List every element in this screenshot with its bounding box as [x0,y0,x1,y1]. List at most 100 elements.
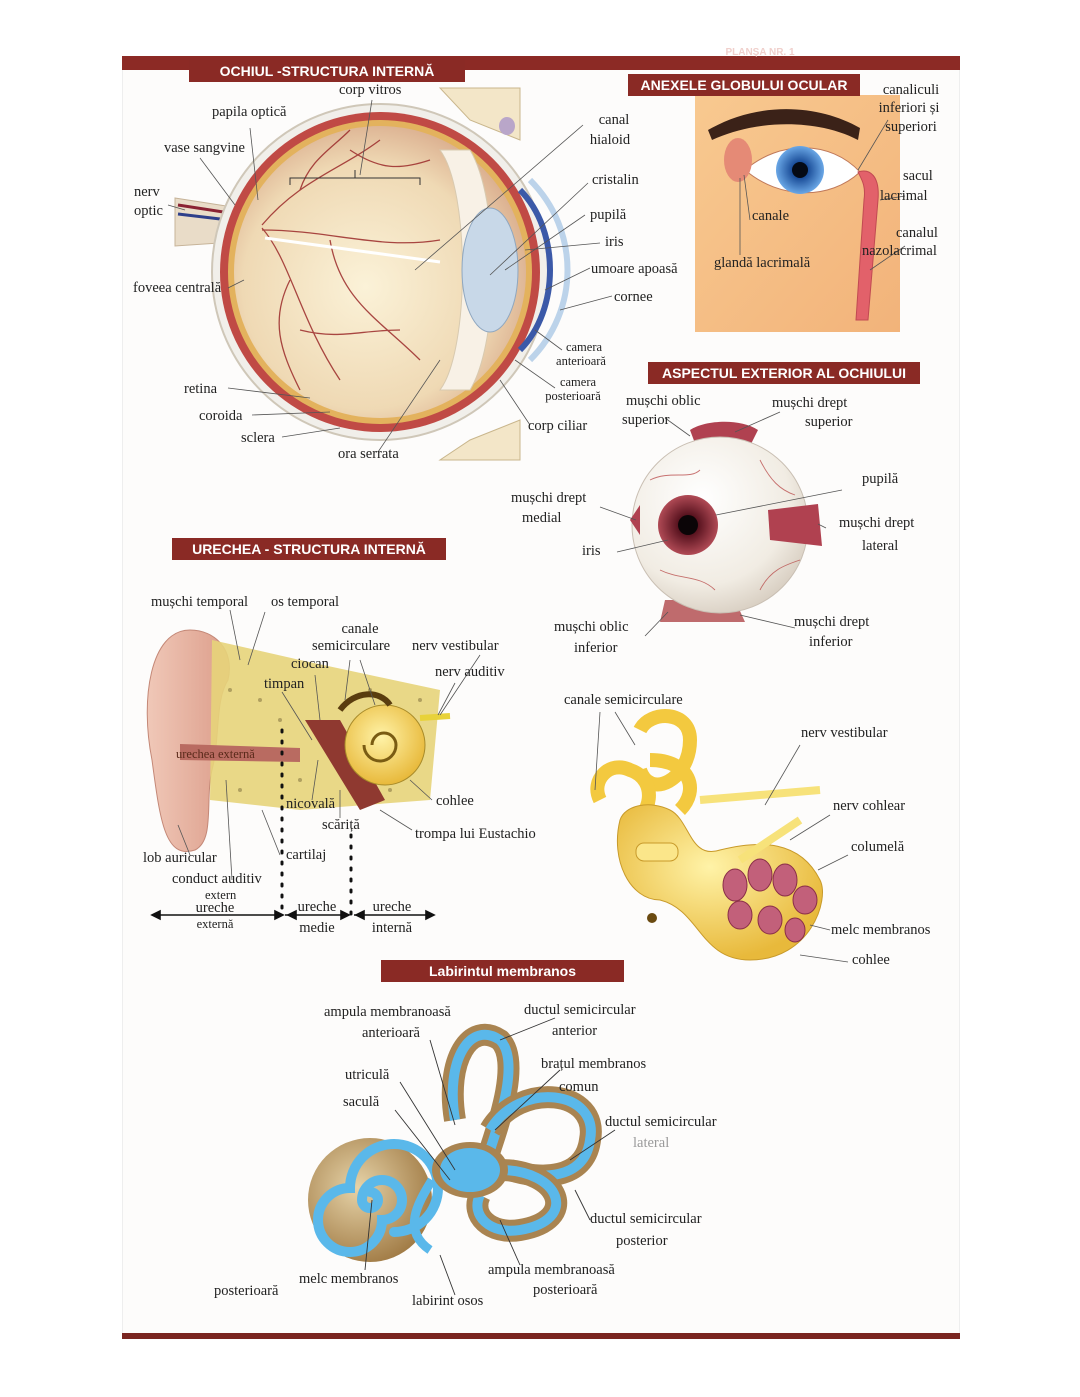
label-drept-sup-2: superior [805,414,853,430]
label-bratul-membranos-2: comun [559,1079,599,1095]
label-cohlee-inner: cohlee [852,952,890,968]
eye-internal-illustration [167,87,613,461]
label-ductul-anterior-1: ductul semicircular [524,1002,636,1018]
label-posterioara-left: posterioară [214,1283,279,1299]
label-nerv-2: optic [134,203,163,219]
label-drept-lat-2: lateral [862,538,899,554]
label-sclera: sclera [241,430,275,446]
label-canalul-2: nazolacrimal [862,243,937,259]
label-canale-1: canale [341,621,379,637]
bottom-border [122,1333,960,1339]
label-pupila-internal: pupilă [590,207,627,223]
label-ureche-externa-1: ureche [195,900,235,916]
label-nicovala: nicovală [286,796,336,812]
label-ora-serrata: ora serrata [338,446,399,462]
header-partial-title: PLANȘA NR. 1 [725,48,795,58]
label-ureche-medie-1: ureche [297,899,337,915]
label-sacul-2: lacrimal [880,188,928,204]
section-title-eye-internal: OCHIUL -STRUCTURA INTERNĂ [189,60,465,82]
label-ureche-externa-2: externă [196,917,234,931]
label-muschi-temporal: mușchi temporal [151,594,249,610]
label-melc-membranos-inner: melc membranos [831,922,931,938]
label-camera-posterioara-1: camera [559,375,597,389]
label-canaliculi-1: canaliculi [882,82,940,98]
inner-ear-illustration [590,709,849,963]
label-retina: retina [184,381,218,397]
label-conduct-auditiv-2: extern [205,888,237,902]
label-utricula: utriculă [345,1067,390,1083]
label-pupila-exterior: pupilă [862,471,899,487]
section-title-eye-adnexa: ANEXELE GLOBULUI OCULAR [628,74,860,96]
label-scarita: scăriță [322,817,360,833]
label-cartilaj: cartilaj [286,847,327,863]
label-cristalin: cristalin [592,172,639,188]
label-drept-inf-2: inferior [809,634,853,650]
label-urechea-externa: urechea externă [176,747,255,761]
label-ampula-posterioara-1: ampula membranoasă [488,1262,615,1278]
section-title-labyrinth: Labirintul membranos [381,960,624,982]
label-canale-2: semicirculare [312,638,391,654]
label-ampula-anterioara-2: anterioară [362,1025,420,1041]
label-sacul-1: sacul [903,168,933,184]
label-timpan: timpan [264,676,305,692]
label-nerv-auditiv: nerv auditiv [435,664,505,680]
label-ampula-anterioara-1: ampula membranoasă [324,1004,451,1020]
label-canalul-1: canalul [896,225,938,241]
section-title-ear-internal: URECHEA - STRUCTURA INTERNĂ [172,538,446,560]
label-ampula-posterioara-2: posterioară [533,1282,598,1298]
label-papila-optica: papila optică [212,104,287,120]
label-ductul-lateral-1: ductul semicircular [605,1114,717,1130]
label-camera-anterioara-1: camera [565,340,603,354]
label-sacula: saculă [343,1094,380,1110]
label-os-temporal: os temporal [271,594,340,610]
label-camera-posterioara-2: posterioară [545,389,601,403]
label-drept-sup-1: mușchi drept [772,395,848,411]
label-oblic-sup-2: superior [622,412,670,428]
label-labirint-osos: labirint osos [412,1293,484,1309]
label-glanda-lacrimala: glandă lacrimală [714,255,811,271]
label-canale-adnexa: canale [752,208,790,224]
label-oblic-inf-1: mușchi oblic [554,619,629,635]
label-umoare-apoasa: umoare apoasă [591,261,678,277]
label-corp-ciliar: corp ciliar [528,418,588,434]
eye-exterior-illustration [599,411,843,637]
label-ureche-interna-2: internă [371,920,413,936]
label-columela: columelă [851,839,905,855]
label-drept-inf-1: mușchi drept [794,614,870,630]
label-oblic-inf-2: inferior [574,640,618,656]
label-oblic-sup-1: mușchi oblic [626,393,701,409]
label-coroida: coroida [199,408,243,424]
label-cohlee-ear: cohlee [436,793,474,809]
label-canal-2: hialoid [589,132,631,148]
label-ciocan: ciocan [291,656,329,672]
label-corp-vitros: corp vitros [339,82,402,98]
label-melc-membranos-labyrinth: melc membranos [299,1271,399,1287]
label-nerv-vestibular-ear: nerv vestibular [412,638,499,654]
label-foveea-centrala: foveea centrală [133,280,222,296]
label-nerv-vestibular-inner: nerv vestibular [801,725,888,741]
label-ureche-medie-2: medie [299,920,335,936]
label-ductul-lateral-2: lateral [633,1135,670,1151]
label-drept-lat-1: mușchi drept [839,515,915,531]
label-lob-auricular: lob auricular [143,850,217,866]
label-ductul-anterior-2: anterior [552,1023,598,1039]
labyrinth-illustration [308,1017,616,1296]
label-canaliculi-2: inferiori și [878,100,940,116]
label-bratul-membranos-1: brațul membranos [541,1056,647,1072]
label-conduct-auditiv-1: conduct auditiv [172,871,262,887]
label-iris-internal: iris [605,234,624,250]
section-title-eye-exterior: ASPECTUL EXTERIOR AL OCHIULUI [648,362,920,384]
adnexa-illustration [695,95,906,332]
label-nerv-cohlear: nerv cohlear [833,798,906,814]
label-vase-sangvine: vase sangvine [164,140,245,156]
label-drept-med-1: mușchi drept [511,490,587,506]
ear-illustration [146,609,481,921]
label-ureche-interna-1: ureche [372,899,412,915]
label-canal-1: canal [598,112,630,128]
label-canale-semicirculare: canale semicirculare [564,692,683,708]
label-drept-med-2: medial [522,510,562,526]
label-canaliculi-3: superiori [885,119,937,135]
label-ductul-posterior-1: ductul semicircular [590,1211,702,1227]
label-iris-exterior: iris [582,543,601,559]
